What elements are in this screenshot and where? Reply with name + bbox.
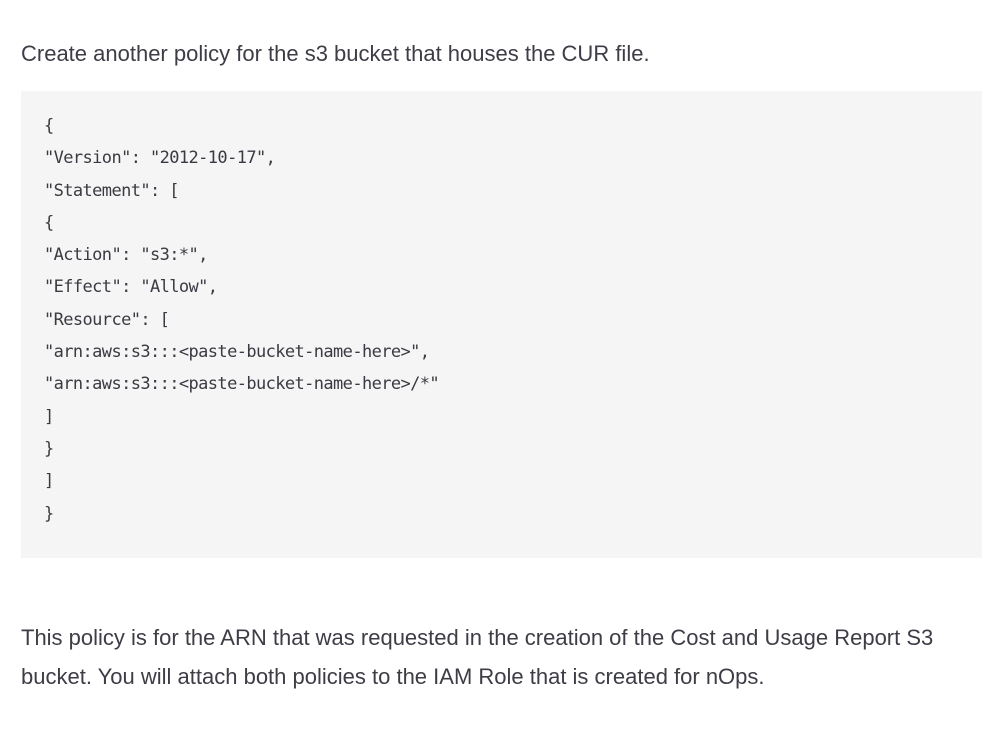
code-line: "arn:aws:s3:::<paste-bucket-name-here>", bbox=[44, 342, 430, 363]
code-line: "Resource": [ bbox=[44, 309, 170, 330]
code-line: "arn:aws:s3:::<paste-bucket-name-here>/*… bbox=[44, 374, 440, 395]
policy-code-block: { "Version": "2012-10-17", "Statement": … bbox=[21, 91, 982, 558]
outro-paragraph: This policy is for the ARN that was requ… bbox=[21, 625, 934, 689]
code-line: } bbox=[44, 503, 54, 524]
code-line: { bbox=[44, 212, 54, 233]
code-line: "Version": "2012-10-17", bbox=[44, 148, 276, 169]
code-line: { bbox=[44, 116, 54, 136]
intro-paragraph: Create another policy for the s3 bucket … bbox=[21, 41, 650, 66]
code-line: "Action": "s3:*", bbox=[44, 245, 208, 266]
code-line: } bbox=[44, 438, 54, 459]
code-line: ] bbox=[44, 471, 54, 492]
code-line: "Statement": [ bbox=[44, 180, 179, 201]
code-line: ] bbox=[44, 406, 54, 427]
code-line: "Effect": "Allow", bbox=[44, 277, 218, 298]
